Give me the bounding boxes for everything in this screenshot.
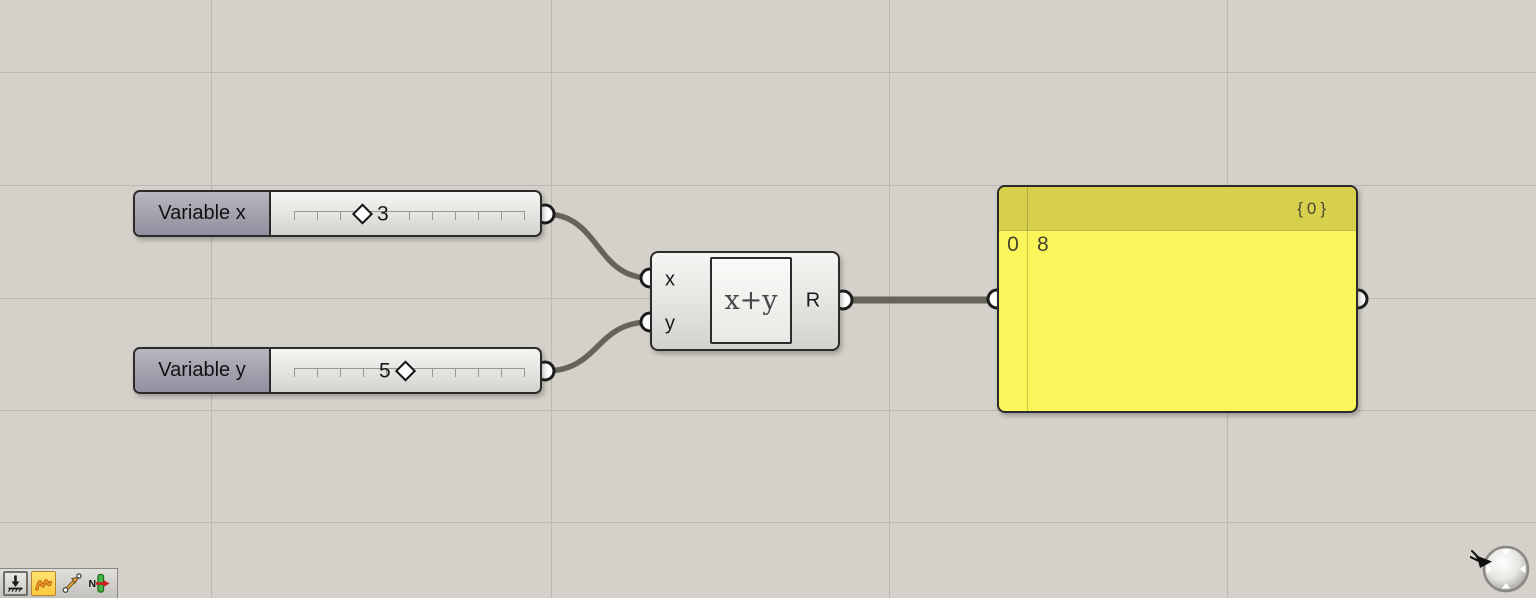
slider-name-tag: Variable y [135,349,271,392]
wire-slider-y-to-expression[interactable] [542,319,653,374]
grid-line [0,72,1536,73]
dock-down-button[interactable] [3,571,28,596]
slider-ruler [294,211,525,220]
slider-label-text: Variable y [158,359,246,381]
north-axis-icon: N [89,573,110,593]
slider-value: 3 [377,202,389,225]
number-slider-variable-x[interactable]: Variable x 3 [133,190,542,237]
grid-line [211,0,212,598]
slider-track[interactable]: 3 [271,192,540,235]
sketch-scribble-icon [34,578,52,591]
cursor-arrow-icon [1469,550,1492,568]
grid-line [0,185,1536,186]
expression-input-label-y: y [665,312,675,335]
slider-knob-diamond[interactable] [394,359,416,382]
slider-track[interactable]: 5 [271,349,540,392]
panel-header [999,187,1356,231]
dock-down-icon [8,575,23,592]
slider-name-tag: Variable x [135,192,271,235]
expression-formula-box[interactable]: x+y [710,257,792,344]
north-axis-button[interactable]: N [87,571,112,596]
panel-row-value: 8 [1037,233,1049,256]
canvas-navigation-widget[interactable] [1469,542,1534,596]
vector-display-icon [62,573,82,593]
data-panel[interactable]: {0} 0 8 [997,185,1358,413]
grid-line [0,522,1536,523]
slider-knob-diamond[interactable] [351,202,374,225]
panel-row: 0 8 [999,233,1049,259]
expression-input-label-x: x [665,268,675,291]
canvas-toolbar: N [0,568,118,598]
expression-formula: x+y [724,285,778,316]
slider-label-text: Variable x [158,202,246,224]
expression-output-label: R [805,289,821,312]
panel-row-index: 0 [1007,233,1019,256]
grid-line [0,410,1536,411]
panel-index-separator [1027,187,1028,411]
panel-branch-path: {0} [1297,199,1330,218]
vector-display-button[interactable] [59,571,84,596]
canvas-navigation-ball [1469,545,1530,593]
slider-value: 5 [379,359,391,382]
grid-line [551,0,552,598]
svg-text:N: N [89,578,97,590]
sketch-tool-button[interactable] [31,571,56,596]
expression-component[interactable]: x y x+y R [650,251,840,351]
number-slider-variable-y[interactable]: Variable y 5 [133,347,542,394]
wire-slider-x-to-expression[interactable] [542,211,653,281]
